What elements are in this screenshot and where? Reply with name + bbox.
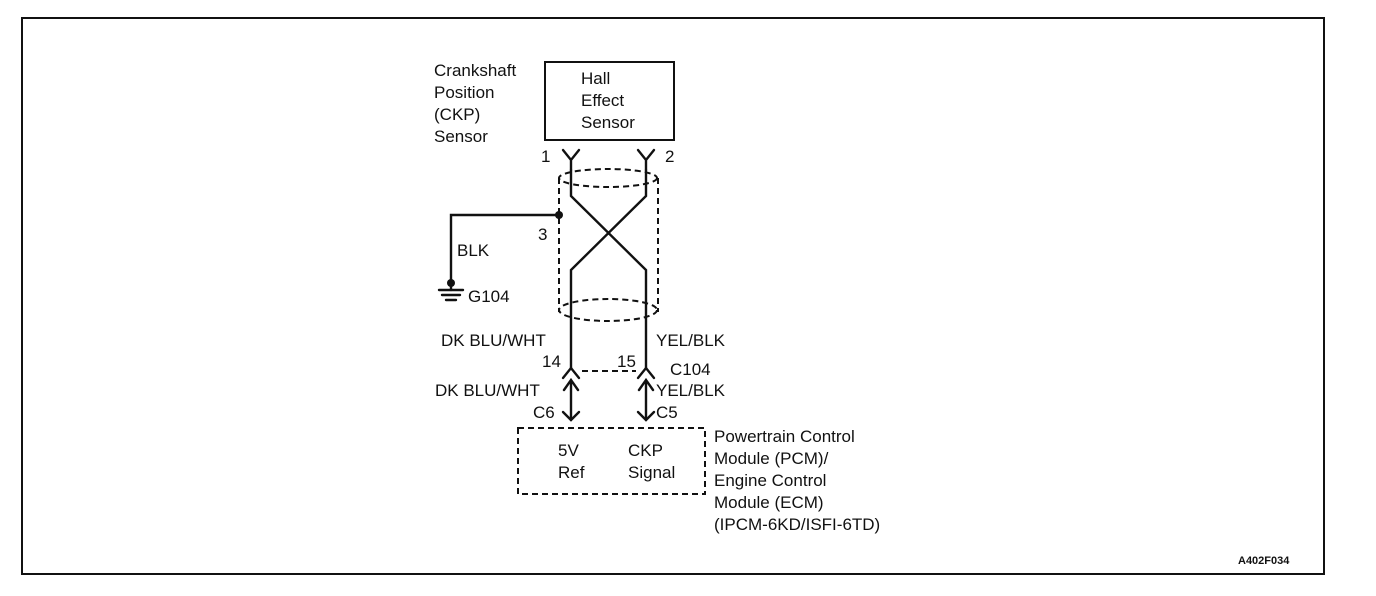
ground-icon	[437, 281, 465, 302]
sensor-name-line: Position	[434, 83, 494, 102]
sensor-terminal-2-icon	[636, 148, 656, 172]
module-ref-label: 5V Ref	[558, 441, 585, 482]
sensor-box-line: Sensor	[581, 113, 635, 132]
figure-id: A402F034	[1238, 555, 1290, 567]
module-name-line: Powertrain Control	[714, 427, 855, 446]
module-pin-c6: C6	[533, 403, 555, 422]
sensor-name: Crankshaft Position (CKP) Sensor	[434, 61, 516, 146]
sensor-box-line: Hall	[581, 69, 610, 88]
module-signal-line: CKP	[628, 441, 663, 460]
module-name-line: Module (ECM)	[714, 493, 824, 512]
module-signal-label: CKP Signal	[628, 441, 675, 482]
sensor-box-line: Effect	[581, 91, 624, 110]
module-name: Powertrain Control Module (PCM)/ Engine …	[714, 427, 880, 534]
sensor-name-line: Crankshaft	[434, 61, 516, 80]
pin-c5-arrow-icon	[637, 377, 655, 422]
sensor-pin-2: 2	[665, 147, 674, 166]
sensor-name-line: (CKP)	[434, 105, 480, 124]
module-ref-line: Ref	[558, 463, 585, 482]
module-name-line: (IPCM-6KD/ISFI-6TD)	[714, 515, 880, 534]
c104-terminal-14-icon	[561, 366, 581, 380]
wire-color-right-upper: YEL/BLK	[656, 331, 726, 350]
module-pin-c5: C5	[656, 403, 678, 422]
module-name-line: Engine Control	[714, 471, 826, 490]
wire-color-left-upper: DK BLU/WHT	[441, 331, 546, 350]
diagram-frame	[21, 17, 1325, 575]
shield-outline	[558, 168, 659, 322]
connector-pin-14: 14	[542, 352, 561, 371]
module-ref-line: 5V	[558, 441, 579, 460]
shield-wire-color: BLK	[457, 241, 490, 260]
hall-effect-sensor-box	[544, 61, 675, 141]
shield-pin-3: 3	[538, 225, 547, 244]
pin-c6-arrow-icon	[562, 377, 580, 422]
ground-label: G104	[468, 287, 510, 306]
sensor-name-line: Sensor	[434, 127, 488, 146]
hall-effect-sensor-label: Hall Effect Sensor	[581, 69, 635, 132]
pcm-ecm-box	[517, 427, 706, 495]
module-signal-line: Signal	[628, 463, 675, 482]
pin-c6-terminal-icon	[561, 410, 581, 422]
wire-color-right-lower: YEL/BLK	[656, 381, 726, 400]
sensor-terminal-1-icon	[561, 148, 581, 172]
shield-drain-wire	[449, 213, 561, 285]
sensor-pin-1: 1	[541, 147, 550, 166]
connector-c104-label: C104	[670, 360, 711, 379]
twisted-wire-ref	[569, 168, 648, 370]
twisted-wire-signal	[569, 168, 648, 370]
c104-terminal-15-icon	[636, 366, 656, 380]
module-name-line: Module (PCM)/	[714, 449, 829, 468]
pin-c5-terminal-icon	[636, 410, 656, 422]
connector-pin-15: 15	[617, 352, 636, 371]
wire-color-left-lower: DK BLU/WHT	[435, 381, 540, 400]
